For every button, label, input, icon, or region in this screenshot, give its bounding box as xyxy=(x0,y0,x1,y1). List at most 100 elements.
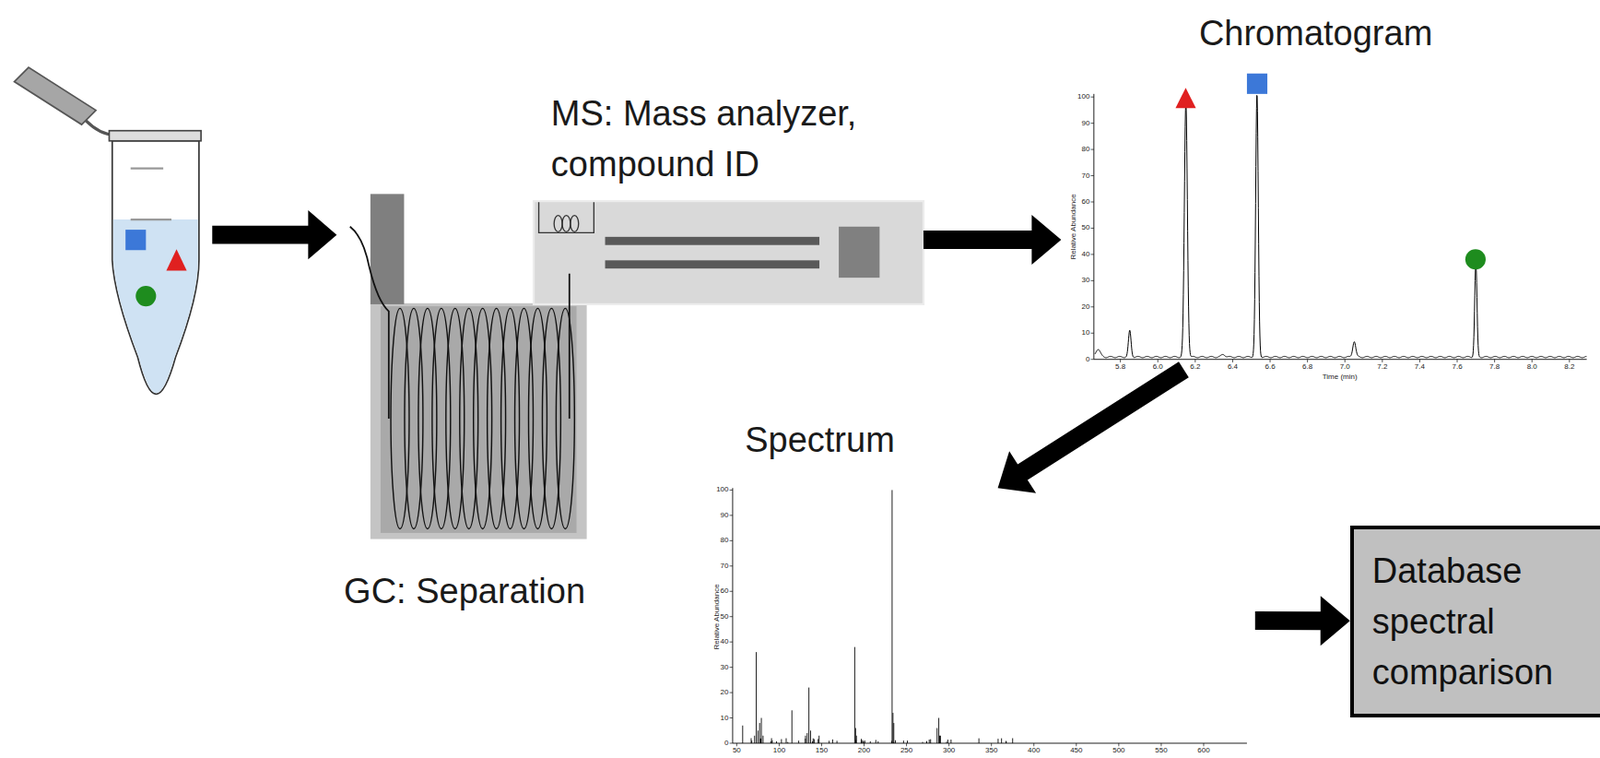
spectrum-peak xyxy=(832,739,834,743)
tick xyxy=(729,564,733,566)
quadrupole-rod xyxy=(605,259,820,269)
spectrum-peak xyxy=(757,729,759,743)
column-coil xyxy=(390,307,410,529)
flow-arrow xyxy=(998,361,1189,494)
tick xyxy=(729,692,733,694)
database-box: Database spectral comparison xyxy=(1350,525,1600,718)
tick-label: 30 xyxy=(720,663,730,671)
tick-label: 60 xyxy=(1082,198,1091,206)
axis xyxy=(732,741,1248,743)
tick-label: 7.4 xyxy=(1414,363,1425,371)
flow-arrow xyxy=(211,210,337,259)
spectrum-peak xyxy=(860,738,862,743)
tick-label: 450 xyxy=(1070,746,1083,754)
tick xyxy=(1202,742,1204,746)
column-coil xyxy=(528,307,547,529)
spectrum-peak xyxy=(828,740,830,743)
spectrum-peak xyxy=(760,738,762,743)
spectrum-peak xyxy=(893,722,895,743)
spectrum-peak xyxy=(855,728,857,743)
spectrum-peak xyxy=(946,741,948,743)
tick-label: 6.4 xyxy=(1227,363,1238,371)
spectrum-peak xyxy=(771,738,773,743)
tick xyxy=(1270,359,1271,363)
spectrum-peak xyxy=(760,738,762,743)
ion-source-coil xyxy=(562,215,571,233)
spectrum-peak xyxy=(855,739,857,743)
tick-label: 550 xyxy=(1154,746,1167,754)
tick xyxy=(990,742,992,746)
spectrum-peak xyxy=(762,735,764,743)
tick-label: 0 xyxy=(724,739,729,747)
tick xyxy=(1157,359,1159,363)
tick xyxy=(1194,359,1196,363)
spectrum-peak xyxy=(818,735,820,743)
axis-title: Relative Abundance xyxy=(712,583,720,649)
spectrum-peak xyxy=(806,732,808,743)
tick xyxy=(729,540,733,542)
tick-label: 70 xyxy=(1082,172,1091,180)
spectrum-peak xyxy=(903,740,905,743)
tick-label: 300 xyxy=(942,746,955,754)
spectrum-peak xyxy=(926,741,928,743)
column-coil xyxy=(404,307,424,529)
tube-lid xyxy=(13,67,96,125)
spectrum-peak xyxy=(939,735,941,743)
heading: MS: Mass analyzer, compound ID xyxy=(551,88,919,190)
spectrum-peak xyxy=(870,741,871,743)
tick xyxy=(948,742,950,746)
ion-source-coil xyxy=(570,215,579,233)
spectrum-peak xyxy=(808,687,810,743)
tick-label: 20 xyxy=(720,688,730,696)
tick xyxy=(1306,359,1308,363)
tick xyxy=(778,742,780,746)
column-coil xyxy=(555,307,575,529)
tick xyxy=(1119,359,1121,363)
spectrum-peak xyxy=(861,740,863,743)
spectrum-peak xyxy=(854,647,856,743)
tick-label: 7.6 xyxy=(1451,363,1462,371)
spectrum-peak xyxy=(812,738,814,743)
tick xyxy=(1091,96,1095,98)
spectrum-peak xyxy=(780,739,782,743)
red-triangle xyxy=(165,248,187,271)
spectrum-peak xyxy=(875,739,877,743)
tick xyxy=(1232,359,1234,363)
gc-column-coils xyxy=(390,307,575,529)
ms-box: MS: Mass analyzer, compound ID xyxy=(533,200,924,305)
tick xyxy=(1091,358,1095,360)
spectrum-peak xyxy=(776,741,777,743)
tick xyxy=(1091,175,1095,177)
spectrum-peak xyxy=(978,738,980,743)
spectrum-peak xyxy=(893,741,895,743)
axis xyxy=(1093,94,1095,360)
ion-source-coil xyxy=(553,215,563,233)
gc-oven-box: GC: Separation xyxy=(370,303,588,540)
tick-label: 6.6 xyxy=(1264,363,1275,371)
spectrum-bars xyxy=(729,489,1204,746)
spectrum-peak xyxy=(787,741,789,743)
gc-oven xyxy=(370,303,588,540)
tick-label: 8.2 xyxy=(1564,363,1575,371)
tube-body xyxy=(112,141,200,395)
tick xyxy=(729,641,733,643)
heading: Spectrum xyxy=(744,414,895,466)
column-coil xyxy=(432,307,451,529)
tick-label: 80 xyxy=(1082,145,1091,153)
tick xyxy=(1091,200,1095,202)
spectrum-peak xyxy=(798,740,800,743)
blue-square xyxy=(125,229,146,250)
tick-label: 40 xyxy=(720,637,730,646)
spectrum-peak xyxy=(862,741,864,743)
tick-label: 50 xyxy=(1082,223,1091,232)
tick-label: 40 xyxy=(1082,250,1091,259)
column-coil xyxy=(473,307,493,529)
tick xyxy=(1531,359,1533,363)
tick-label: 0 xyxy=(1085,355,1090,364)
spectrum-peak xyxy=(759,722,761,743)
spectrum-peak xyxy=(753,735,755,743)
tick xyxy=(1091,122,1095,124)
tick xyxy=(1091,227,1095,229)
spectrum-plot: Spectrum xyxy=(704,487,1256,755)
flow-arrow xyxy=(923,214,1062,265)
